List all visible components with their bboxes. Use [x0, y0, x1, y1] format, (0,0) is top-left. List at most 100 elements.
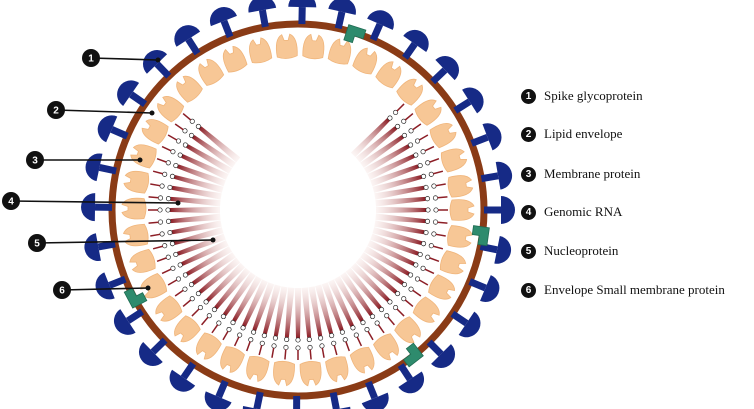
- membrane-protein: [195, 332, 222, 360]
- legend-number-badge: 3: [521, 166, 536, 182]
- leader-line: [36, 239, 214, 244]
- spike-glycoprotein: [367, 10, 394, 42]
- spike-glycoprotein: [248, 0, 277, 28]
- legend-item-genomic-rna: 4 Genomic RNA: [521, 200, 622, 224]
- leader-dot: [145, 285, 151, 291]
- membrane-protein: [414, 99, 442, 126]
- callout-3: 3: [26, 151, 143, 169]
- spike-glycoprotein: [138, 337, 168, 367]
- rna-strand: [182, 113, 241, 163]
- leader-dot: [155, 57, 161, 63]
- rna-strand: [174, 123, 236, 168]
- rna-strand: [174, 252, 236, 297]
- legend-label: Genomic RNA: [544, 204, 623, 219]
- rna-strand: [355, 113, 414, 163]
- legend-label: Spike glycoprotein: [544, 88, 643, 103]
- callout-1: 1: [82, 49, 161, 67]
- rna-strand: [245, 282, 275, 352]
- legend-number-badge: 1: [521, 88, 536, 104]
- membrane-protein: [449, 199, 475, 221]
- membrane-protein: [352, 47, 378, 75]
- membrane-protein: [439, 250, 467, 275]
- rna-strand: [222, 275, 262, 341]
- rna-strand: [201, 267, 251, 326]
- rna-strand: [360, 123, 422, 168]
- membrane-protein: [123, 223, 149, 247]
- callout-4: 4: [2, 192, 181, 210]
- membrane-protein: [220, 346, 245, 373]
- rna-strand: [315, 284, 338, 356]
- legend-item-envelope-small-membrane-protein: 6 Envelope Small membrane protein: [521, 278, 725, 302]
- rna-strand: [375, 213, 448, 225]
- leader-dot: [175, 200, 181, 206]
- callout-2: 2: [47, 101, 155, 119]
- rna-strand: [258, 284, 281, 356]
- callout-badge: [28, 234, 46, 252]
- envelope-small-protein: [123, 287, 148, 309]
- spike-glycoprotein: [288, 0, 317, 25]
- spike-glycoprotein: [81, 193, 113, 222]
- membrane-protein: [155, 295, 183, 322]
- spike-glycoprotein: [453, 87, 484, 114]
- legend-label: Envelope Small membrane protein: [544, 282, 725, 297]
- spike-glycoprotein: [328, 0, 356, 30]
- leader-dot: [210, 237, 216, 243]
- spike-glycoprotein: [361, 380, 389, 409]
- callout-badge: [47, 101, 65, 119]
- rna-strand: [191, 262, 246, 317]
- spike-glycoprotein: [450, 310, 481, 338]
- rna-strand: [350, 103, 405, 158]
- rna-strand: [161, 145, 229, 180]
- rna-strand: [375, 195, 448, 207]
- membrane-protein: [349, 346, 375, 374]
- rna-strand: [372, 227, 444, 250]
- membrane-protein: [140, 273, 168, 299]
- spike-glycoproteins: [81, 0, 515, 409]
- membrane-protein: [130, 144, 157, 169]
- rna-strand: [301, 287, 313, 360]
- rna-strand: [271, 286, 288, 358]
- rna-strand: [167, 134, 233, 174]
- callout-number: 3: [32, 156, 38, 167]
- membrane-protein: [249, 37, 273, 64]
- spike-glycoprotein: [402, 29, 429, 60]
- rna-strand: [150, 183, 222, 200]
- leader-line: [61, 287, 149, 291]
- membrane-protein: [174, 315, 201, 343]
- membrane-protein: [157, 96, 185, 123]
- rna-strand: [374, 183, 446, 200]
- rna-strand: [283, 287, 295, 360]
- callout-number: 1: [88, 54, 94, 65]
- spike-glycoprotein: [470, 123, 502, 151]
- membrane-protein: [373, 333, 399, 361]
- membrane-protein: [375, 61, 402, 89]
- spike-glycoprotein: [468, 275, 500, 303]
- legend-number-badge: 5: [521, 243, 536, 259]
- callout-6: 6: [53, 281, 151, 299]
- membrane-protein: [222, 45, 248, 73]
- membrane-protein: [141, 119, 169, 145]
- spike-glycoprotein: [426, 339, 456, 369]
- callout-badge: [82, 49, 100, 67]
- rna-strand: [374, 220, 446, 237]
- spike-glycoprotein: [242, 391, 271, 409]
- rna-strand: [328, 279, 363, 347]
- spike-glycoprotein: [397, 363, 425, 394]
- rna-strand: [345, 267, 395, 326]
- callout-badge: [2, 192, 20, 210]
- callout-number: 5: [34, 239, 40, 250]
- legend-number-badge: 6: [521, 282, 536, 298]
- spike-glycoprotein: [480, 161, 513, 190]
- envelope-small-membrane-proteins: [123, 24, 490, 368]
- rna-strand: [370, 157, 440, 187]
- rna-strand: [360, 252, 422, 297]
- callout-badge: [26, 151, 44, 169]
- rna-strand: [167, 246, 233, 286]
- rna-strand: [370, 233, 440, 263]
- rna-strand: [150, 220, 222, 237]
- membrane-protein: [176, 75, 203, 103]
- legend-label: Lipid envelope: [544, 126, 623, 141]
- membrane-protein: [440, 148, 468, 173]
- callout-number: 2: [53, 106, 59, 117]
- callout-labels: 1 2 3 4 5 6: [2, 49, 216, 299]
